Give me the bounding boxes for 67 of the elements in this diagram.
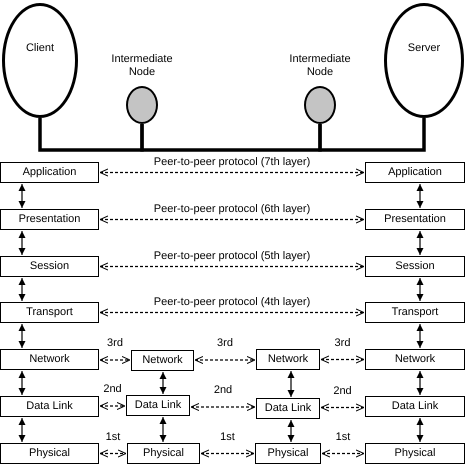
layer-box: Physical [365,443,465,464]
layer-box: Physical [127,443,200,464]
double-arrow [160,372,166,394]
layer-box: Data Link [0,396,99,417]
edge-label: 3rd [217,338,233,349]
double-arrow [190,403,256,411]
edge-label: 1st [220,432,235,442]
double-arrow [18,231,26,255]
host-ellipse: Client [2,3,78,118]
double-arrow [200,450,254,458]
layer-box: Transport [365,302,465,323]
edge-label: Peer-to-peer protocol (5th layer) [154,250,310,262]
layer-box: Data Link [256,398,320,419]
connector-line [318,118,426,152]
double-arrow [416,184,424,208]
double-arrow [320,404,364,412]
double-arrow [288,371,294,397]
host-ellipse: Server [384,3,464,118]
double-arrow [160,417,166,442]
layer-box: Network [131,350,194,371]
edge-label: Peer-to-peer protocol (6th layer) [154,204,310,214]
node-label: Intermediate Node [110,52,174,80]
double-arrow [18,371,26,395]
layer-box: Network [256,349,320,370]
double-arrow [416,418,424,442]
layer-box: Data Link [126,395,190,416]
edge-label: 2nd [333,386,352,396]
layer-box: Transport [0,302,99,323]
double-arrow [18,184,26,208]
double-arrow [320,356,364,364]
double-arrow [100,168,364,176]
node-label: Intermediate Node [288,52,352,80]
layer-box: Network [0,349,99,370]
layer-box: Session [365,256,465,277]
double-arrow [416,371,424,395]
double-arrow [100,262,364,270]
double-arrow [100,308,364,316]
double-arrow [100,450,126,458]
layer-box: Data Link [365,396,465,417]
edge-label: Peer-to-peer protocol (7th layer) [154,156,310,168]
double-arrow [194,356,256,364]
layer-box: Session [0,256,99,277]
layer-box: Application [365,162,465,183]
edge-label: 2nd [103,384,122,395]
layer-box: Physical [0,443,99,464]
double-arrow [416,324,424,348]
layer-box: Network [365,349,465,370]
layer-box: Presentation [0,209,99,230]
double-arrow [288,420,294,442]
double-arrow [100,216,364,224]
edge-label: 3rd [334,338,350,348]
layer-box: Application [0,162,99,183]
double-arrow [18,324,26,348]
double-arrow [100,356,130,364]
edge-label: Peer-to-peer protocol (4th layer) [154,296,310,308]
edge-label: 3rd [107,338,123,349]
layer-box: Physical [255,443,321,464]
double-arrow [416,278,424,301]
double-arrow [18,278,26,301]
double-arrow [18,418,26,442]
edge-label: 1st [106,432,120,442]
double-arrow [322,450,364,458]
double-arrow [100,402,126,410]
double-arrow [416,231,424,255]
edge-label: 2nd [214,385,232,396]
edge-label: 1st [336,432,350,442]
layer-box: Presentation [365,209,465,230]
